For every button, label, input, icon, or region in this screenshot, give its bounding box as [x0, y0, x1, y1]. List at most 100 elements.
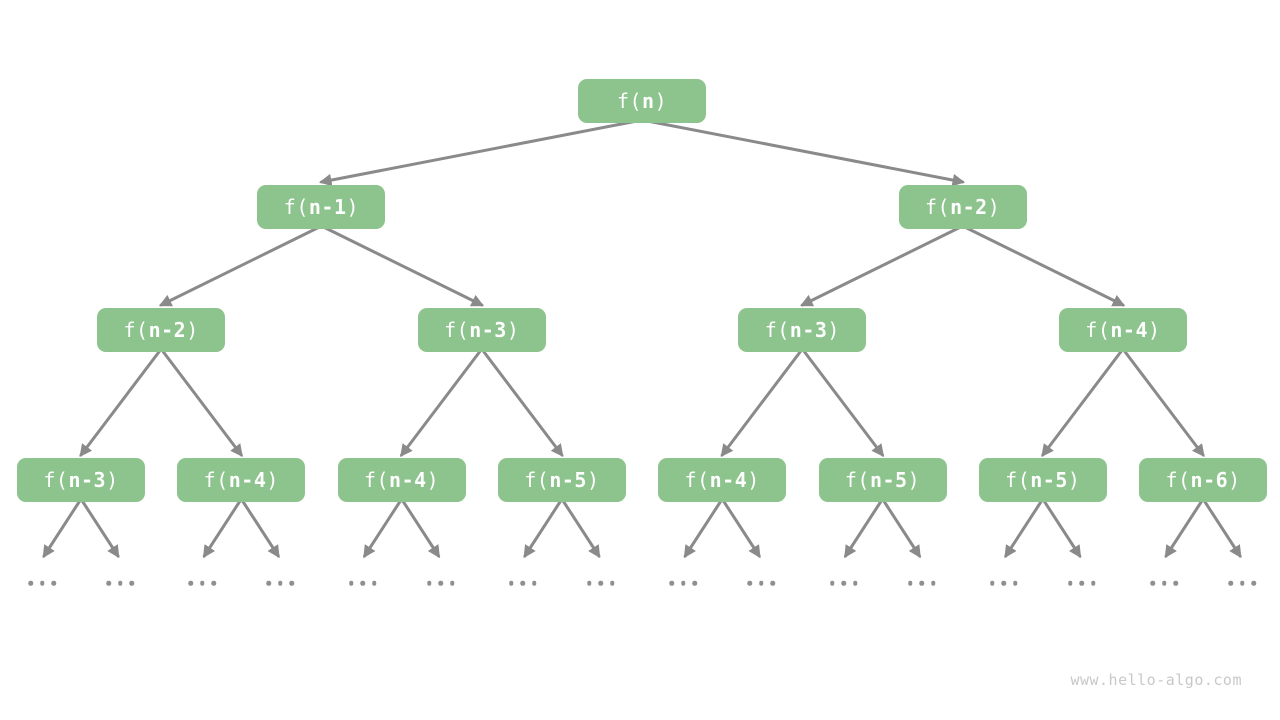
ellipsis-dot [758, 580, 764, 586]
ellipsis-leaf [28, 580, 56, 586]
ellipsis-leaf [587, 580, 615, 586]
tree-edge [720, 497, 761, 559]
tree-edge [1121, 347, 1205, 458]
ellipsis-dot [587, 580, 592, 586]
ellipsis-dot [106, 580, 111, 586]
tree-edge [158, 224, 323, 307]
ellipsis-leaf [990, 580, 1018, 586]
ellipsis-dot [669, 580, 674, 586]
tree-node: f(n-5) [497, 458, 626, 502]
tree-edge [844, 497, 884, 559]
ellipsis-dot [907, 580, 913, 586]
ellipsis-leaf [829, 580, 858, 586]
ellipsis-dot [852, 580, 858, 586]
ellipsis-dot [289, 580, 295, 586]
tree-node: f(n-4) [177, 458, 306, 502]
ellipsis-leaf [1150, 580, 1178, 586]
watermark: www.hello-algo.com [1070, 671, 1242, 689]
ellipsis-dot [129, 580, 134, 586]
tree-node-label: f(n-3) [764, 318, 840, 342]
ellipsis-dot [509, 580, 514, 586]
ellipsis-leaf [348, 580, 377, 586]
ellipsis-dot [426, 580, 432, 586]
tree-edge [961, 224, 1126, 307]
tree-node-label: f(n-2) [123, 318, 199, 342]
ellipsis-leaf [1068, 580, 1096, 586]
tree-node: f(n-1) [257, 185, 386, 229]
ellipsis-leaf [1228, 580, 1256, 586]
tree-node-label: f(n-6) [1165, 468, 1241, 492]
ellipsis-leaf [188, 580, 217, 586]
tree-edge [400, 347, 484, 458]
ellipsis-dot [1079, 580, 1085, 586]
ellipsis-dot [610, 580, 615, 586]
tree-edge [800, 347, 885, 458]
tree-edge [1201, 497, 1242, 559]
tree-edge [1041, 497, 1082, 559]
ellipsis-dot [930, 580, 936, 586]
tree-node: f(n-4) [337, 458, 466, 502]
tree-edge [319, 224, 485, 307]
tree-edge [640, 118, 966, 187]
tree-node: f(n-4) [1058, 308, 1187, 352]
ellipsis-dot [829, 580, 835, 586]
tree-edge [1041, 347, 1125, 458]
ellipsis-dot [28, 580, 33, 586]
tree-edge [79, 497, 120, 559]
ellipsis-dot [1173, 580, 1178, 586]
ellipsis-dot [1150, 580, 1155, 586]
ellipsis-dot [278, 580, 283, 586]
ellipsis-dot [841, 580, 846, 586]
ellipsis-dot [1013, 580, 1018, 586]
tree-node: f(n-5) [978, 458, 1107, 502]
tree-edge [202, 497, 243, 559]
tree-node-label: f(n-5) [524, 468, 600, 492]
ellipsis-dot [1161, 580, 1167, 586]
tree-edge [159, 347, 243, 458]
tree-node-label: f(n) [616, 89, 668, 113]
ellipsis-dot [747, 580, 752, 586]
tree-node-label: f(n-1) [283, 195, 360, 219]
ellipsis-leaf [669, 580, 697, 586]
tree-node-label: f(n-5) [1005, 468, 1081, 492]
ellipsis-dot [1251, 580, 1256, 586]
ellipsis-dot [449, 580, 455, 586]
tree-edge [523, 497, 564, 559]
ellipsis-dot [348, 580, 354, 586]
ellipsis-dot [692, 580, 697, 586]
tree-node-label: f(n-2) [925, 195, 1001, 219]
ellipsis-dot [919, 580, 924, 586]
tree-node-label: f(n-4) [203, 468, 279, 492]
tree-node: f(n-3) [17, 458, 145, 502]
tree-node-label: f(n-3) [444, 318, 520, 342]
ellipsis-dot [117, 580, 123, 586]
tree-edge [1164, 497, 1205, 559]
tree-edge [79, 347, 163, 458]
ellipsis-dot [532, 580, 537, 586]
tree-node-label: f(n-4) [684, 468, 760, 492]
ellipsis-dot [770, 580, 775, 586]
ellipsis-leaf [509, 580, 537, 586]
ellipsis-leaf [106, 580, 134, 586]
tree-edge [1004, 497, 1045, 559]
tree-node: f(n-2) [898, 185, 1027, 229]
ellipsis-dot [188, 580, 194, 586]
tree-node: f(n-4) [658, 458, 787, 502]
ellipsis-leaf [907, 580, 936, 586]
tree-edge [800, 224, 965, 307]
tree-edge [881, 497, 921, 559]
ellipsis-dot [51, 580, 56, 586]
tree-node-label: f(n-5) [844, 468, 921, 492]
tree-edge [560, 497, 601, 559]
ellipsis-dot [1068, 580, 1073, 586]
tree-edge [239, 497, 280, 559]
ellipsis-dot [200, 580, 205, 586]
ellipsis-dot [1091, 580, 1096, 586]
tree-node: f(n-3) [738, 308, 867, 352]
ellipsis-dot [990, 580, 995, 586]
tree-edge [318, 118, 644, 187]
tree-edge [42, 497, 83, 559]
tree-node: f(n-2) [97, 308, 226, 352]
ellipsis-dot [211, 580, 217, 586]
tree-edge [480, 347, 564, 458]
